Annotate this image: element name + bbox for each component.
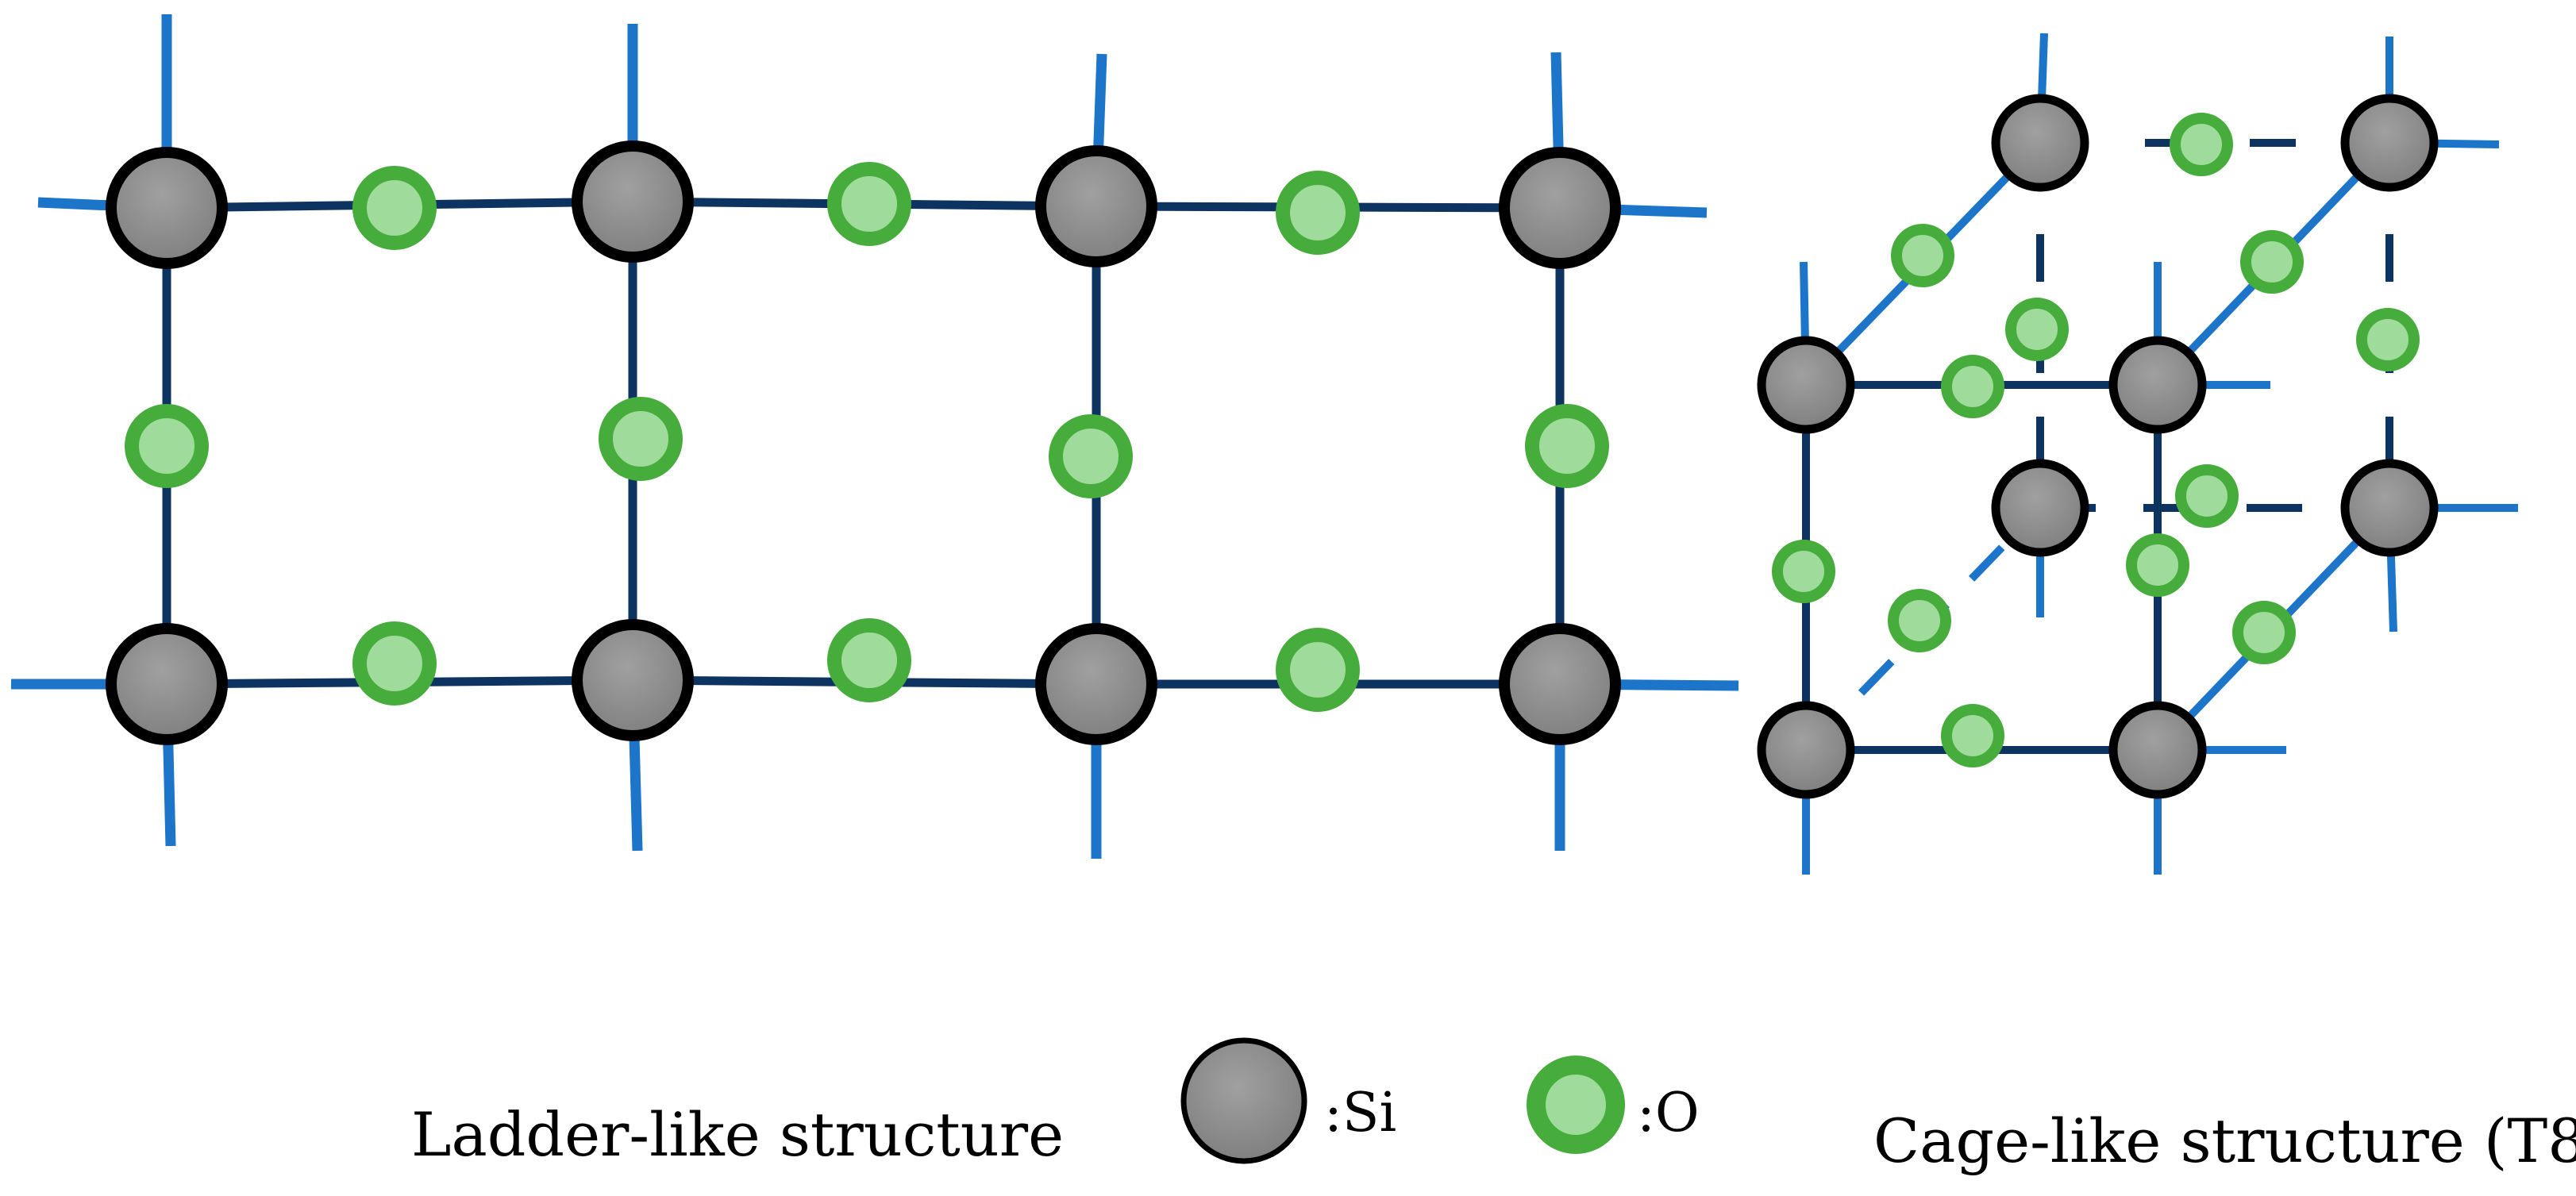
oxygen-atom	[2232, 601, 2296, 664]
oxygen-atom	[1772, 540, 1835, 603]
silicon-atom	[1035, 623, 1157, 745]
ladder-caption: Ladder-like structure	[411, 1099, 1064, 1170]
oxygen-atom	[2170, 113, 2233, 176]
silicon-atom	[1991, 94, 2089, 192]
oxygen-atom	[1891, 224, 1954, 287]
oxygen-atom	[2175, 464, 2239, 528]
oxygen-atom	[599, 397, 683, 481]
oxygen-atom	[1888, 589, 1951, 652]
oxygen-atom	[352, 166, 437, 250]
oxygen-atom	[1049, 414, 1133, 498]
oxygen-atom	[1276, 171, 1360, 255]
legend-o-symbol	[1527, 1056, 1625, 1154]
silicon-atom	[572, 140, 694, 263]
oxygen-atom	[827, 162, 911, 246]
silicon-atom	[1499, 623, 1621, 745]
silicon-atom	[1757, 701, 1855, 799]
oxygen-atom	[2356, 308, 2420, 371]
oxygen-atom	[2005, 298, 2069, 361]
oxygen-atom	[2240, 230, 2304, 294]
cage-caption: Cage-like structure (T8)	[1873, 1106, 2576, 1176]
oxygen-atom	[1525, 404, 1609, 488]
legend: :Si :O	[1180, 1037, 1700, 1164]
silicon-atom	[1035, 145, 1157, 267]
oxygen-atom	[1941, 704, 2004, 767]
silicon-atom	[2340, 459, 2439, 557]
oxygen-atom	[827, 618, 911, 702]
silicon-atom	[572, 619, 694, 741]
silicon-atom	[1499, 147, 1621, 269]
ladder-structure	[11, 14, 1739, 859]
silicon-atom	[1991, 459, 2089, 557]
oxygen-atom	[1941, 355, 2004, 418]
legend-si-label: :Si	[1324, 1082, 1396, 1144]
silicon-atom	[106, 623, 228, 745]
silicon-atom	[2340, 94, 2439, 192]
oxygen-atom	[125, 404, 209, 488]
legend-si-symbol	[1180, 1037, 1307, 1164]
silicon-atom	[2108, 701, 2207, 799]
oxygen-atom	[352, 621, 437, 706]
legend-o-label: :O	[1637, 1082, 1700, 1144]
silicon-atom	[106, 147, 228, 269]
silicon-atom	[2108, 336, 2207, 434]
oxygen-atom	[2126, 533, 2189, 597]
silicon-atom	[1757, 336, 1855, 434]
cage-structure	[1757, 33, 2518, 875]
oxygen-atom	[1276, 628, 1360, 712]
